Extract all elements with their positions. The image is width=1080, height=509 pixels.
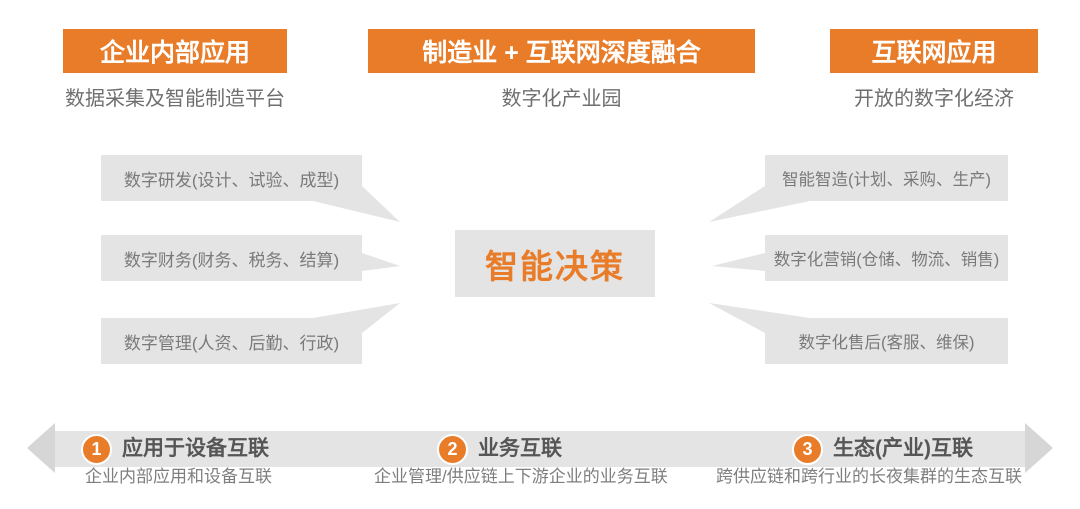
bubble-smart-manufacturing: 智能智造(计划、采购、生产) (765, 155, 1008, 201)
subtitle-internal-apps: 数据采集及智能制造平台 (65, 88, 285, 110)
bubble-digital-rd: 数字研发(设计、试验、成型) (101, 155, 362, 201)
header-manufacturing-internet: 制造业 + 互联网深度融合 (368, 29, 755, 73)
core-intelligent-decision-box: 智能决策 (455, 230, 655, 297)
bubble-tail-left-2 (362, 253, 400, 271)
header-internal-apps: 企业内部应用 (63, 29, 287, 73)
band-right-arrow-icon (1025, 423, 1053, 473)
bubble-digital-aftersales: 数字化售后(客服、维保) (765, 318, 1008, 364)
stage-1-subtitle: 企业内部应用和设备互联 (85, 467, 272, 486)
subtitle-digital-park: 数字化产业园 (501, 88, 622, 110)
bubble-tail-right-2 (712, 253, 765, 271)
band-left-arrow-icon (27, 423, 55, 473)
bubble-digital-finance: 数字财务(财务、税务、结算) (101, 235, 362, 281)
stage-2-subtitle: 企业管理/供应链上下游企业的业务互联 (374, 467, 668, 486)
stage-2-number-badge: 2 (437, 434, 468, 465)
stage-1-title: 应用于设备互联 (122, 437, 269, 460)
bubble-digital-marketing: 数字化营销(仓储、物流、销售) (765, 235, 1008, 281)
stage-3-number-badge: 3 (792, 434, 823, 465)
timeline-band (55, 431, 1025, 467)
stage-1-number-badge: 1 (81, 434, 112, 465)
bubble-digital-management: 数字管理(人资、后勤、行政) (101, 318, 362, 364)
stage-2-title: 业务互联 (478, 437, 562, 460)
subtitle-open-digital-economy: 开放的数字化经济 (854, 88, 1014, 110)
header-internet-apps: 互联网应用 (830, 29, 1038, 73)
stage-3-subtitle: 跨供应链和跨行业的长夜集群的生态互联 (716, 467, 1022, 486)
stage-3-title: 生态(产业)互联 (833, 437, 973, 460)
